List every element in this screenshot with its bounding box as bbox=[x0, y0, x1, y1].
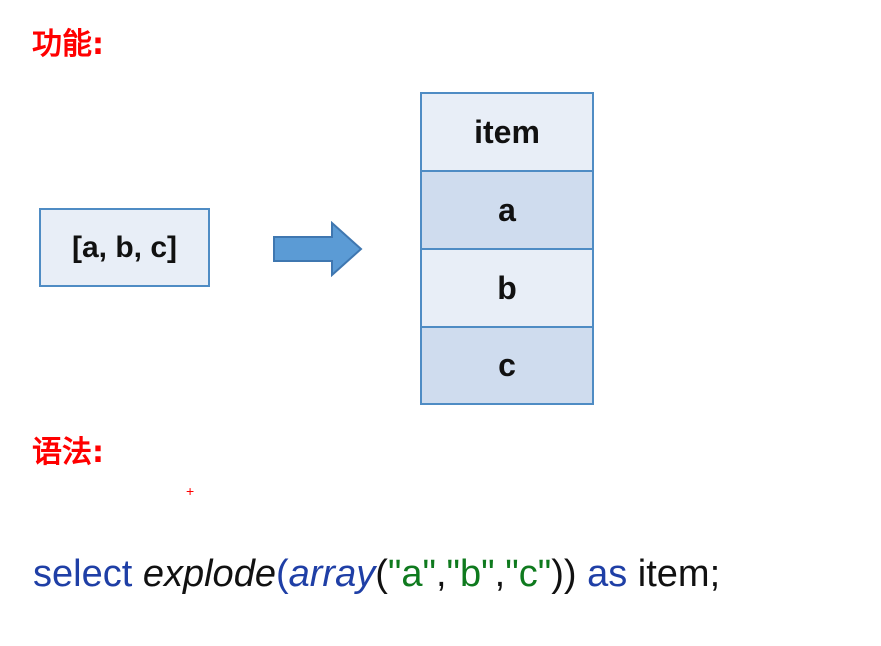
code-keyword-as: as bbox=[587, 553, 628, 595]
input-array-text: [a, b, c] bbox=[71, 230, 177, 264]
cursor-marker: + bbox=[186, 483, 195, 499]
table-header: item bbox=[422, 94, 592, 172]
right-arrow-icon bbox=[273, 221, 363, 277]
code-open-paren: ( bbox=[275, 553, 289, 595]
code-keyword-select: select bbox=[33, 553, 133, 595]
output-table: item a b c bbox=[420, 92, 594, 405]
table-row: a bbox=[422, 172, 592, 250]
table-row: b bbox=[422, 250, 592, 328]
heading-function: 功能: bbox=[32, 27, 104, 62]
code-string-a: "a" bbox=[387, 553, 436, 595]
code-function-explode: explode bbox=[142, 553, 276, 595]
code-close-parens: )) bbox=[551, 553, 577, 595]
code-open-paren: ( bbox=[375, 553, 388, 595]
table-row: c bbox=[422, 328, 592, 403]
code-comma: , bbox=[435, 553, 447, 595]
code-string-b: "b" bbox=[446, 553, 495, 595]
input-array-box: [a, b, c] bbox=[39, 208, 210, 287]
code-function-array: array bbox=[288, 553, 376, 595]
heading-syntax: 语法: bbox=[32, 435, 104, 470]
code-alias: item; bbox=[637, 553, 721, 595]
code-comma: , bbox=[494, 553, 506, 595]
code-string-c: "c" bbox=[505, 553, 552, 595]
code-line: select explode(array("a","b","c")) as it… bbox=[33, 548, 720, 600]
